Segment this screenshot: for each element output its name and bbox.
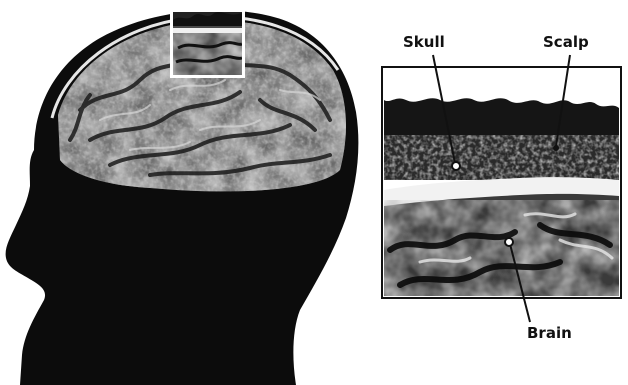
enlarged-inset: [382, 55, 621, 322]
skull-pointer-dot: [452, 162, 460, 170]
brain-label: Brain: [527, 326, 572, 341]
scalp-label: Scalp: [543, 35, 589, 50]
head-inset-thumbnail: [170, 9, 245, 78]
scalp-pointer-dot: [553, 145, 559, 151]
skull-label: Skull: [403, 35, 445, 50]
brain-pointer-dot: [505, 238, 513, 246]
